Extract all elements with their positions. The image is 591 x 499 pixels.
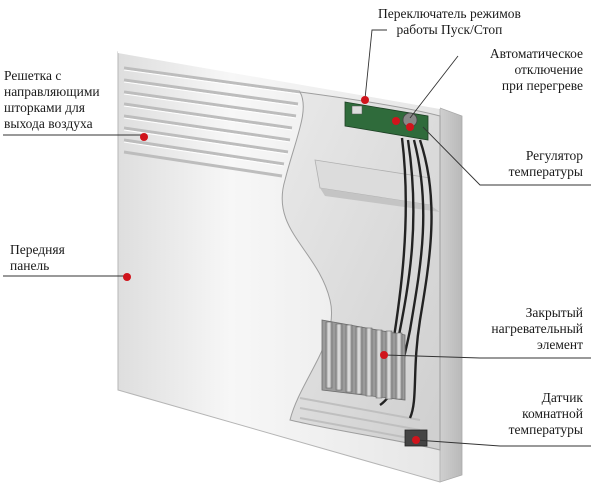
label-auto-shutoff-line1: Автоматическое	[489, 46, 583, 61]
leader-auto-shutoff	[409, 55, 459, 119]
label-auto-shutoff: Автоматическое отключение при перегреве	[490, 46, 583, 94]
label-temp-regulator: Регулятор температуры	[509, 148, 583, 180]
label-auto-shutoff-line2: отключение	[514, 62, 583, 77]
label-room-sensor-line1: Датчик	[541, 390, 583, 405]
label-grille-line4: выхода воздуха	[4, 116, 93, 131]
label-heating-element: Закрытый нагревательный элемент	[491, 305, 583, 353]
label-mode-switch-line2: работы Пуск/Стоп	[396, 22, 503, 37]
air-grille	[123, 66, 301, 178]
label-heating-element-line3: элемент	[537, 337, 583, 352]
label-grille-line2: направляющими	[4, 84, 100, 99]
marker-room-sensor	[412, 436, 420, 444]
leader-lines	[3, 29, 591, 447]
label-temp-regulator-line1: Регулятор	[525, 148, 583, 163]
leader-room-sensor	[415, 439, 591, 447]
label-room-sensor-line2: комнатной	[522, 406, 583, 421]
marker-temp-regulator	[406, 123, 414, 131]
label-mode-switch-line1: Переключатель режимов	[378, 6, 521, 21]
leader-temp-regulator	[422, 126, 591, 186]
marker-grille	[140, 133, 148, 141]
label-heating-element-line2: нагревательный	[491, 321, 583, 336]
label-auto-shutoff-line3: при перегреве	[501, 78, 583, 93]
label-room-sensor: Датчик комнатной температуры	[509, 390, 583, 438]
label-grille-line1: Решетка с	[4, 68, 62, 83]
leader-heating-element	[384, 354, 591, 359]
label-grille: Решетка с направляющими шторками для вых…	[4, 68, 100, 132]
label-front-panel: Передняя панель	[10, 242, 65, 274]
label-front-panel-line1: Передняя	[10, 242, 65, 257]
label-grille-line3: шторками для	[4, 100, 85, 115]
marker-auto-shutoff	[392, 117, 400, 125]
marker-heating-element	[380, 351, 388, 359]
leader-mode-switch	[364, 29, 387, 100]
label-heating-element-line1: Закрытый	[525, 305, 583, 320]
control-board	[344, 101, 429, 141]
label-temp-regulator-line2: температуры	[508, 164, 583, 179]
label-front-panel-line2: панель	[10, 258, 50, 273]
label-mode-switch: Переключатель режимов работы Пуск/Стоп	[378, 6, 521, 38]
heating-element	[321, 319, 406, 401]
markers	[123, 96, 420, 444]
marker-front-panel	[123, 273, 131, 281]
label-room-sensor-line3: температуры	[508, 422, 583, 437]
side-panel	[439, 107, 463, 483]
marker-mode-switch	[361, 96, 369, 104]
